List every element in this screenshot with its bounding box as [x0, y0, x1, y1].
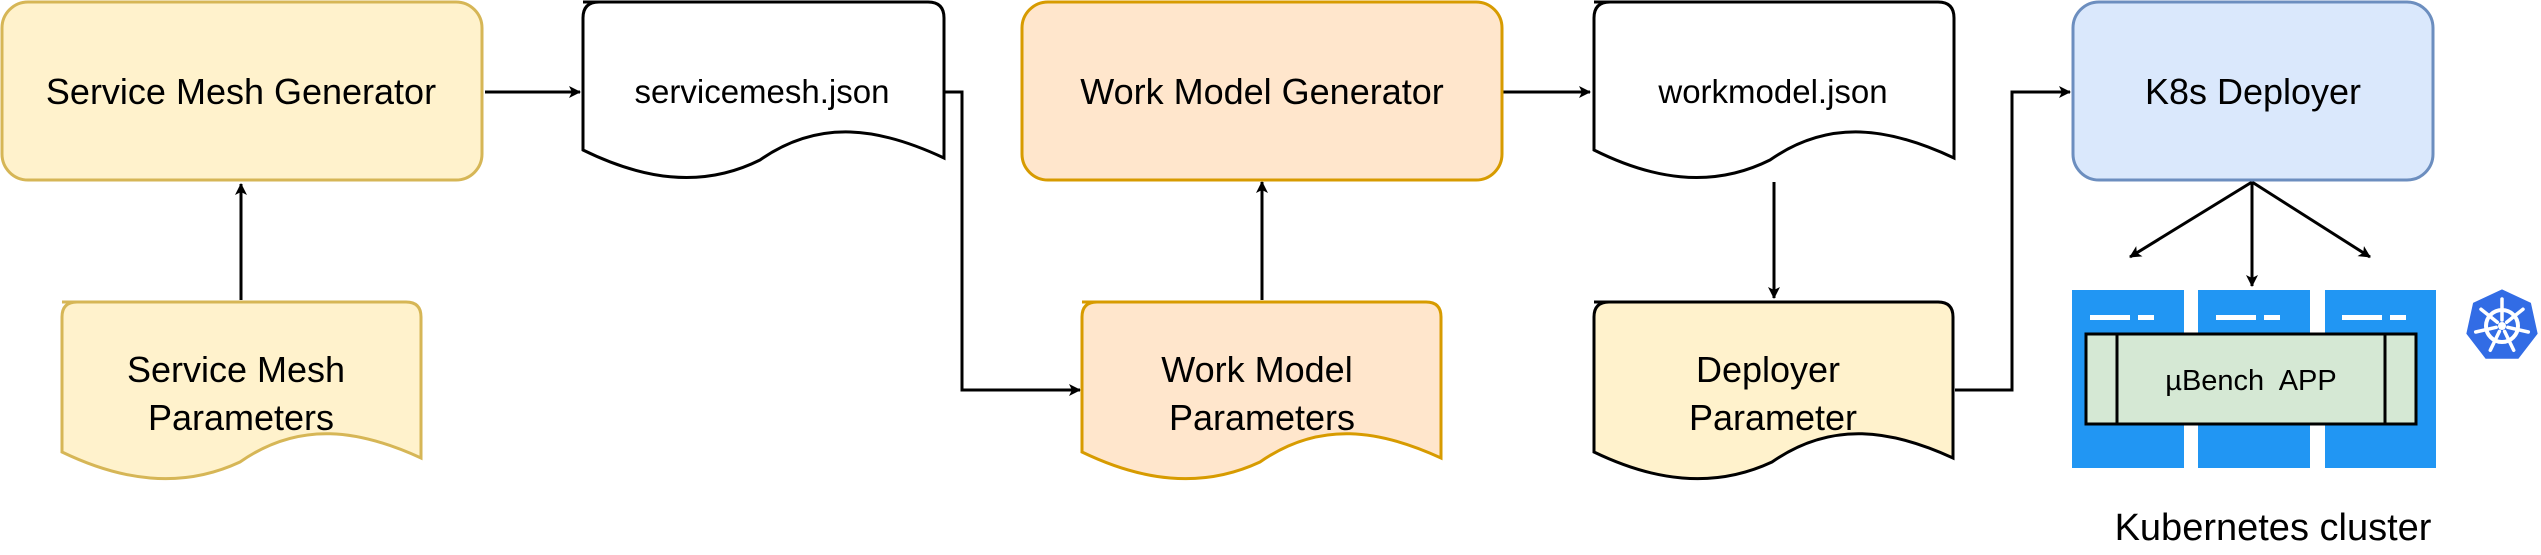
deployer-parameter-line-2: Parameter: [1689, 397, 1857, 438]
servicemesh-json-label: servicemesh.json: [635, 73, 890, 110]
ubench-app-label: µBench APP: [2165, 365, 2336, 397]
arrow-deployer-parameter-to-k8s-deployer: [1955, 86, 2071, 392]
kubernetes-cluster: µBench APP Kubernetes cluster: [2072, 290, 2436, 549]
service-mesh-parameters-node[interactable]: Service Mesh Parameters: [60, 300, 423, 481]
deployer-parameter-label: Deployer Parameter: [1689, 349, 1857, 438]
work-model-generator-node[interactable]: Work Model Generator: [1020, 0, 1504, 182]
k8s-deployer-label: K8s Deployer: [2145, 71, 2361, 112]
service-mesh-parameters-label: Service Mesh Parameters: [127, 349, 355, 438]
servicemesh-json-node[interactable]: servicemesh.json: [581, 0, 946, 179]
arrow-servicemesh-json-to-work-model-parameters: [945, 90, 1081, 396]
ubench-app[interactable]: µBench APP: [2084, 332, 2418, 426]
kubernetes-logo-icon: [2463, 286, 2541, 362]
connectors: [235, 86, 2371, 396]
work-model-parameters-line-1: Work Model: [1161, 349, 1352, 390]
service-mesh-parameters-line-2: Parameters: [148, 397, 334, 438]
arrow-k8s-deployer-to-node-3: [2251, 180, 2371, 259]
workmodel-json-label: workmodel.json: [1657, 73, 1887, 110]
kubernetes-cluster-label: Kubernetes cluster: [2115, 507, 2432, 549]
deployer-parameter-node[interactable]: Deployer Parameter: [1592, 300, 1955, 481]
service-mesh-generator-label: Service Mesh Generator: [46, 71, 436, 112]
work-model-parameters-node[interactable]: Work Model Parameters: [1080, 300, 1443, 481]
deployer-parameter-line-1: Deployer: [1696, 349, 1840, 390]
work-model-parameters-line-2: Parameters: [1169, 397, 1355, 438]
arrow-k8s-deployer-to-node-1: [2129, 180, 2253, 259]
workmodel-json-node[interactable]: workmodel.json: [1592, 0, 1956, 179]
service-mesh-generator-node[interactable]: Service Mesh Generator: [0, 0, 484, 182]
work-model-generator-label: Work Model Generator: [1080, 71, 1443, 112]
k8s-deployer-node[interactable]: K8s Deployer: [2071, 0, 2435, 182]
work-model-parameters-label: Work Model Parameters: [1161, 349, 1362, 438]
service-mesh-parameters-line-1: Service Mesh: [127, 349, 345, 390]
